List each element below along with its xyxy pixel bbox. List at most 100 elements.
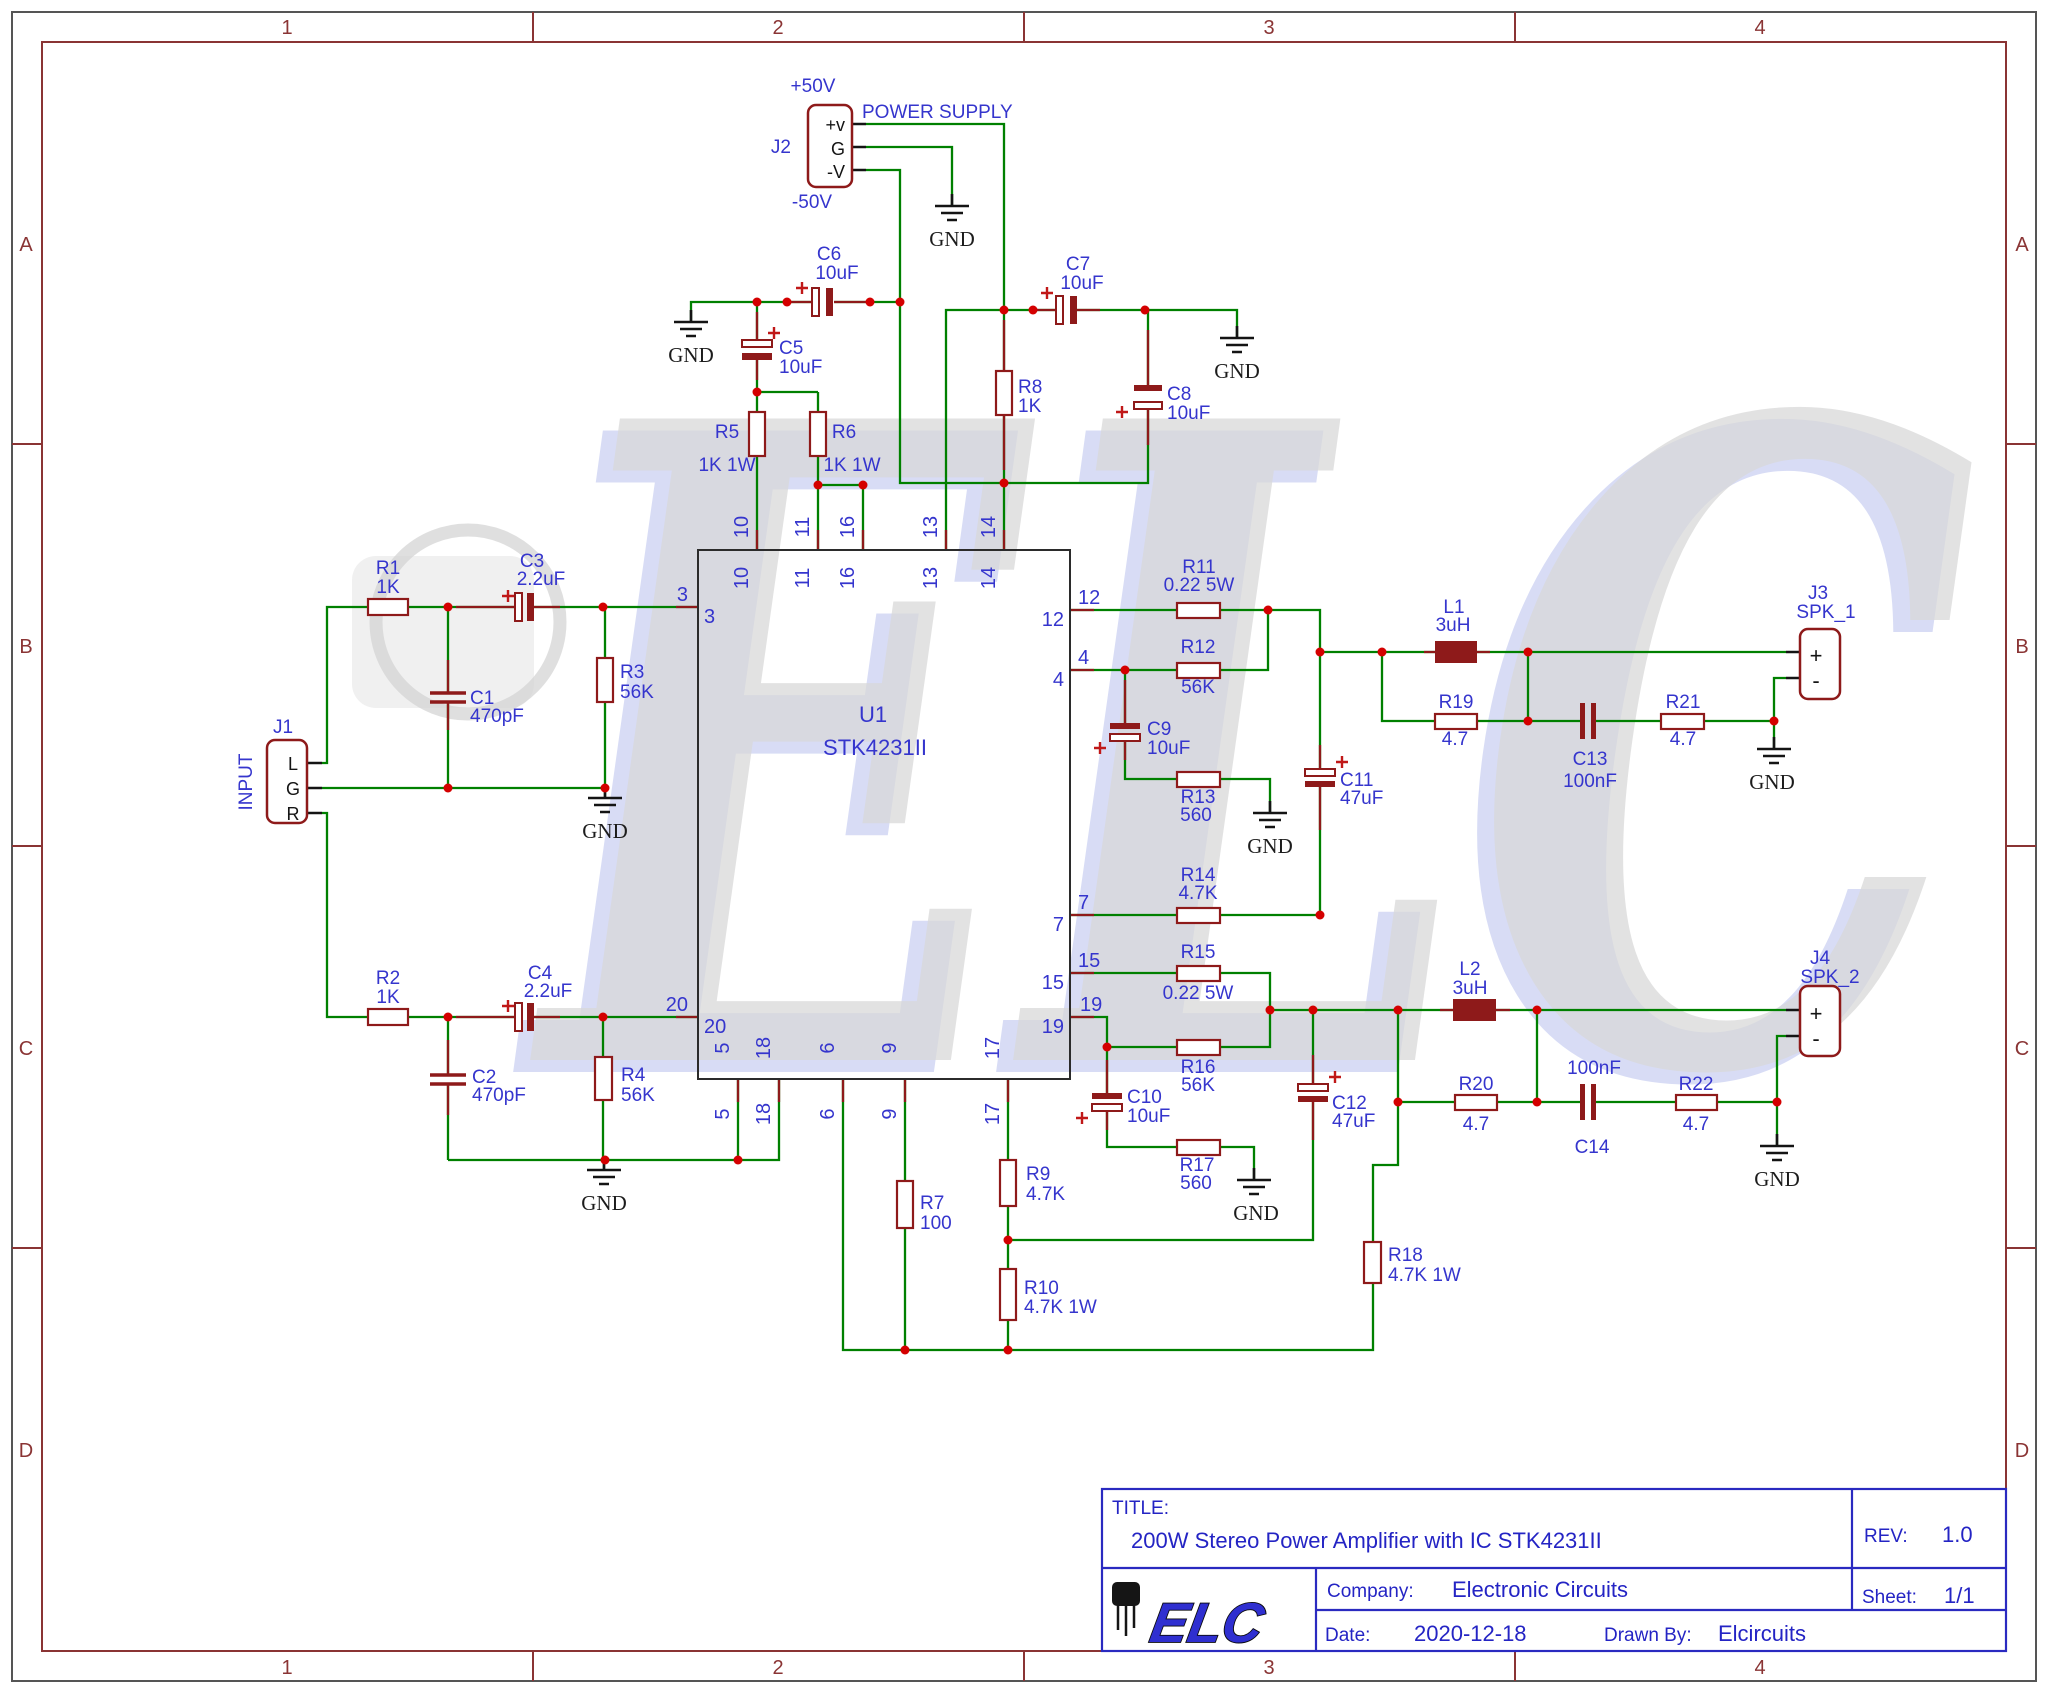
rev-value: 1.0 xyxy=(1942,1522,1973,1547)
row-label: C xyxy=(19,1038,33,1060)
gnd-label: GND xyxy=(929,227,975,251)
c2-value: 470pF xyxy=(472,1085,526,1106)
c11-ref: C11 xyxy=(1340,770,1373,791)
resistor-r14[interactable] xyxy=(1175,906,1222,925)
connector-j2-power[interactable] xyxy=(806,103,854,189)
capacitor-c6[interactable] xyxy=(794,280,833,317)
ic-u1-body[interactable] xyxy=(697,549,1071,1080)
capacitor-c11[interactable] xyxy=(1304,754,1350,787)
j4-pin-neg: - xyxy=(1812,1026,1819,1051)
r22-ref: R22 xyxy=(1679,1074,1714,1095)
resistor-r3[interactable] xyxy=(595,656,615,704)
resistor-r19[interactable] xyxy=(1433,712,1479,731)
resistor-r12[interactable] xyxy=(1175,661,1222,680)
c8-value: 10uF xyxy=(1167,403,1210,424)
resistor-r5[interactable] xyxy=(747,410,767,458)
junction-dots xyxy=(443,297,1782,1355)
resistor-r17[interactable] xyxy=(1175,1138,1222,1157)
j1-pin-g: G xyxy=(286,779,300,799)
resistor-r6[interactable] xyxy=(808,410,828,458)
r20-ref: R20 xyxy=(1459,1074,1494,1095)
capacitor-c10[interactable] xyxy=(1074,1093,1123,1126)
inductor-l2[interactable] xyxy=(1453,999,1496,1021)
c6-value: 10uF xyxy=(815,263,858,284)
j3-ref: J3 xyxy=(1808,583,1828,604)
row-label: B xyxy=(19,636,32,658)
col-label: 3 xyxy=(1263,1657,1274,1679)
capacitor-c3[interactable] xyxy=(500,588,534,622)
pin-9-out: 9 xyxy=(879,1108,901,1119)
pin-15-in: 15 xyxy=(1042,972,1064,994)
r12-ref: R12 xyxy=(1181,637,1216,658)
j1-name: INPUT xyxy=(236,753,257,810)
resistor-r13[interactable] xyxy=(1175,770,1222,789)
c1-value: 470pF xyxy=(470,706,524,727)
title-block: TITLE: 200W Stereo Power Amplifier with … xyxy=(1100,1487,2008,1655)
c3-ref: C3 xyxy=(520,551,544,572)
company-label: Company: xyxy=(1327,1581,1414,1602)
pin-19-out: 19 xyxy=(1080,994,1102,1016)
capacitor-c8[interactable] xyxy=(1114,385,1163,420)
r1-ref: R1 xyxy=(376,558,400,579)
capacitor-c1[interactable] xyxy=(430,691,466,704)
r9-ref: R9 xyxy=(1026,1164,1050,1185)
resistor-r9[interactable] xyxy=(998,1158,1018,1208)
r22-value: 4.7 xyxy=(1683,1114,1709,1135)
elc-logo: ELC xyxy=(1112,1582,1271,1655)
resistor-r16[interactable] xyxy=(1175,1038,1222,1057)
r2-value: 1K xyxy=(376,987,400,1008)
c7-value: 10uF xyxy=(1060,273,1103,294)
pin-18-in: 18 xyxy=(753,1037,775,1059)
capacitor-c13[interactable] xyxy=(1580,703,1596,739)
resistor-r10[interactable] xyxy=(998,1267,1018,1322)
pin-9-in: 9 xyxy=(879,1042,901,1053)
r8-ref: R8 xyxy=(1018,377,1042,398)
resistor-r8[interactable] xyxy=(994,369,1014,417)
row-label: D xyxy=(19,1440,33,1462)
j1-ref: J1 xyxy=(273,717,293,738)
r5-value: 1K 1W xyxy=(698,455,755,476)
r13-ref: R13 xyxy=(1181,787,1216,808)
capacitor-c12[interactable] xyxy=(1297,1069,1343,1102)
pin-3-out: 3 xyxy=(677,584,688,606)
pin-3-in: 3 xyxy=(704,606,715,628)
r13-value: 560 xyxy=(1180,805,1212,826)
pin-13-out: 13 xyxy=(920,516,942,538)
pin-12-in: 12 xyxy=(1042,609,1064,631)
frame-labels: 1 2 3 4 1 2 3 4 A B C D A B C D xyxy=(19,17,2030,1679)
connector-j3-spk1[interactable] xyxy=(1798,627,1842,701)
connector-j1-input[interactable] xyxy=(265,738,309,825)
capacitor-c9[interactable] xyxy=(1092,723,1141,756)
title-label: TITLE: xyxy=(1112,1498,1169,1519)
ic-part-number: STK4231II xyxy=(823,735,927,760)
col-label: 4 xyxy=(1754,1657,1765,1679)
capacitor-c2[interactable] xyxy=(430,1073,466,1086)
resistor-r4[interactable] xyxy=(593,1055,614,1102)
resistors[interactable] xyxy=(366,369,1719,1322)
r8-value: 1K xyxy=(1018,396,1042,417)
r18-value: 4.7K 1W xyxy=(1388,1265,1461,1286)
inductor-l1[interactable] xyxy=(1435,641,1477,663)
connector-j4-spk2[interactable] xyxy=(1798,984,1842,1058)
resistor-r7[interactable] xyxy=(895,1179,915,1230)
capacitor-c14[interactable] xyxy=(1580,1084,1596,1120)
capacitor-c5[interactable] xyxy=(741,325,782,360)
r7-value: 100 xyxy=(920,1213,952,1234)
capacitor-c7[interactable] xyxy=(1039,285,1077,325)
j2-pin-neg: -V xyxy=(827,162,845,182)
resistor-r11[interactable] xyxy=(1175,601,1222,620)
capacitor-c4[interactable] xyxy=(500,998,534,1032)
resistor-r2[interactable] xyxy=(366,1007,410,1027)
logo-text: ELC xyxy=(1146,1591,1270,1654)
pin-7-out: 7 xyxy=(1078,892,1089,914)
resistor-r20[interactable] xyxy=(1453,1093,1499,1112)
watermark-transistor-body xyxy=(352,556,534,708)
resistor-r18[interactable] xyxy=(1362,1240,1383,1285)
resistor-r22[interactable] xyxy=(1674,1093,1719,1112)
resistor-r1[interactable] xyxy=(366,597,410,617)
resistor-r15[interactable] xyxy=(1175,964,1222,983)
capacitors[interactable] xyxy=(430,280,1596,1126)
r21-value: 4.7 xyxy=(1670,729,1696,750)
resistor-r21[interactable] xyxy=(1659,712,1706,731)
